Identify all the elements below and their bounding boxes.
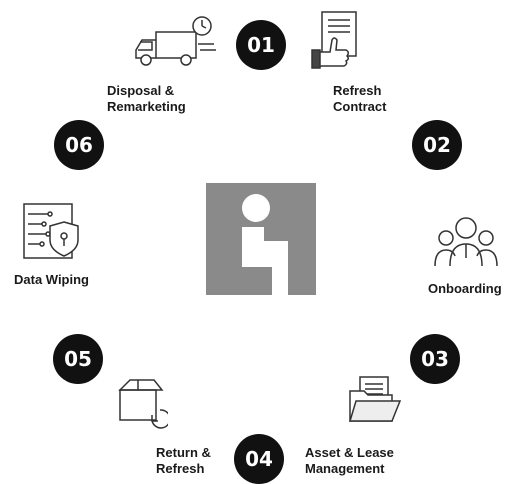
label-line: Onboarding [428, 281, 502, 296]
step-badge-04: 04 [234, 434, 284, 484]
step-label-disposal: Disposal & Remarketing [107, 83, 186, 115]
label-line: Refresh [156, 461, 205, 476]
logo-mark [206, 183, 316, 295]
step-label-return-refresh: Return & Refresh [156, 445, 211, 477]
label-line: Management [305, 461, 385, 476]
step-label-refresh-contract: Refresh Contract [333, 83, 386, 115]
label-line: Refresh [333, 83, 382, 98]
step-label-data-wiping: Data Wiping [14, 272, 89, 288]
label-line: Contract [333, 99, 387, 114]
label-line: Return & [156, 445, 211, 460]
circuit-shield-icon [23, 203, 79, 259]
thumbs-up-contract-icon [311, 11, 357, 69]
step-badge-01: 01 [236, 20, 286, 70]
folder-documents-icon [348, 376, 402, 422]
label-line: Asset & Lease [305, 445, 394, 460]
step-label-asset-lease: Asset & Lease Management [305, 445, 394, 477]
step-badge-05: 05 [53, 334, 103, 384]
delivery-truck-clock-icon [135, 16, 216, 66]
step-badge-02: 02 [412, 120, 462, 170]
label-line: Data Wiping [14, 272, 89, 287]
label-line: Remarketing [107, 99, 186, 114]
box-return-icon [118, 379, 168, 429]
step-label-onboarding: Onboarding [428, 281, 502, 297]
team-people-icon [434, 217, 498, 267]
step-badge-03: 03 [410, 334, 460, 384]
step-badge-06: 06 [54, 120, 104, 170]
center-logo [206, 183, 316, 295]
label-line: Disposal & [107, 83, 175, 98]
